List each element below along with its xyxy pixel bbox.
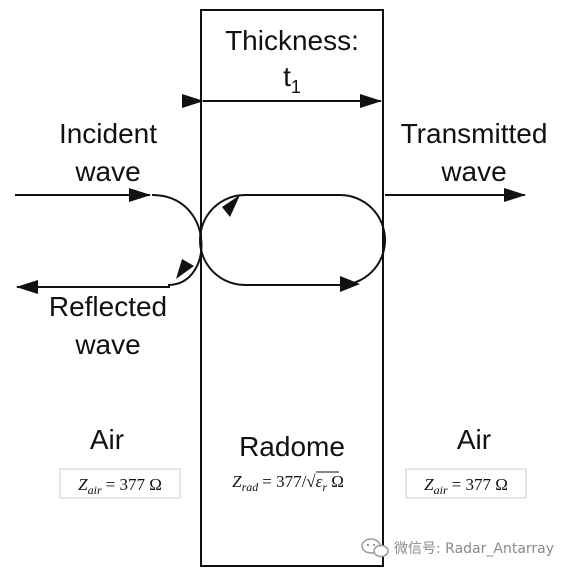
internal-loop-arrowhead-bottom [340,276,360,292]
thickness-label: Thickness: [225,25,359,56]
internal-loop-arrowhead-top [222,195,240,217]
watermark-text: 微信号: Radar_Antarray [394,541,554,557]
reflection-curve [151,194,203,286]
transmitted-wave-label-2: wave [440,156,506,187]
formula-radome: Zrad= 377/√εr Ω [232,472,344,494]
region-label-air-left: Air [90,424,124,455]
incident-wave-label: Incident [59,118,157,149]
formula-box-air-left [59,468,181,499]
formula-air-left: Zair= 377 Ω [78,475,162,497]
radome-slab [200,9,384,567]
formula-air-right: Zair= 377 Ω [424,475,508,497]
incident-wave-label-2: wave [74,156,140,187]
reflection-curve-arrowhead [176,259,194,279]
region-label-air-right: Air [457,424,491,455]
region-label-radome: Radome [239,431,345,462]
chat-bubble-icon [361,538,389,558]
formula-box-air-right [405,468,527,499]
reflected-wave-label: Reflected [49,291,167,322]
reflected-wave-label-2: wave [74,329,140,360]
thickness-symbol: t1 [283,61,301,97]
transmitted-wave-label: Transmitted [401,118,548,149]
